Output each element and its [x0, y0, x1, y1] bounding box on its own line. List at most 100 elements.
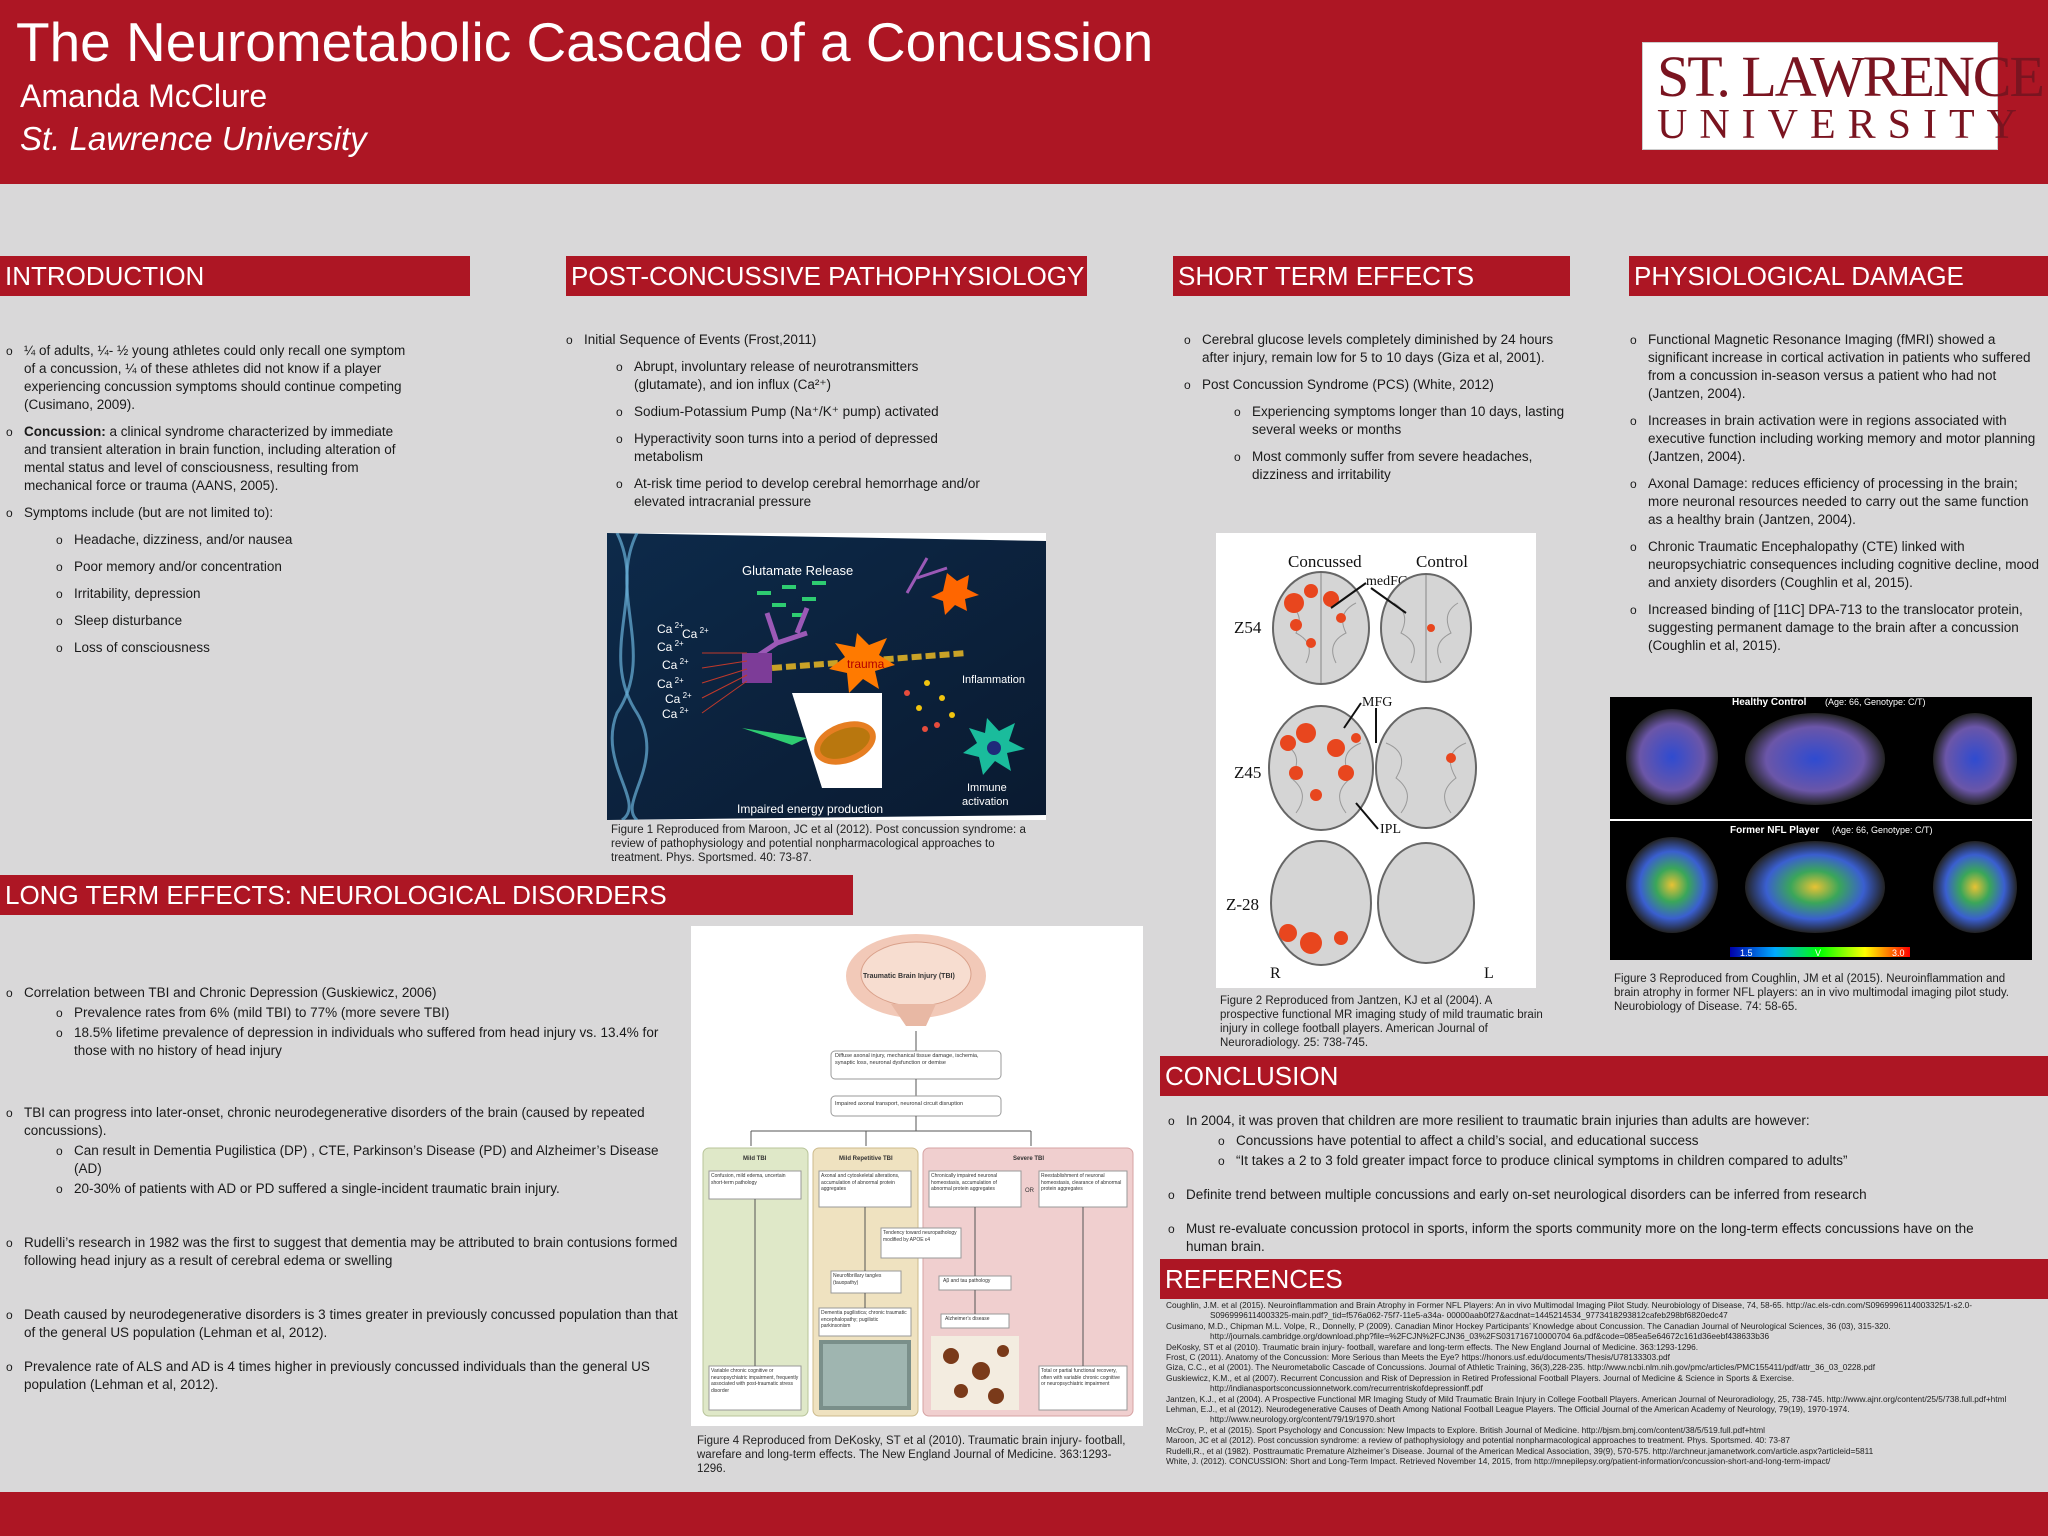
poster-title: The Neurometabolic Cascade of a Concussi…	[16, 11, 1154, 73]
conclusion-text: In 2004, it was proven that children are…	[1166, 1112, 2016, 1258]
section-references: REFERENCES	[1160, 1259, 2048, 1299]
z54-label: Z54	[1234, 618, 1262, 637]
long-text: Correlation between TBI and Chronic Depr…	[4, 984, 684, 1396]
reference-item: Coughlin, J.M. et al (2015). Neuroinflam…	[1166, 1300, 1972, 1321]
flow-box: Reestablishment of neuronal homeostasis,…	[1041, 1173, 1122, 1192]
flow-box: Axonal and cytoskeletal alterations, acc…	[821, 1173, 900, 1192]
section-introduction: INTRODUCTION	[0, 256, 470, 296]
left-label: L	[1484, 965, 1494, 982]
patho-text: Initial Sequence of Events (Frost,2011) …	[564, 331, 994, 520]
symptoms-heading: Symptoms include (but are not limited to…	[24, 505, 274, 520]
concussion-definition: a clinical syndrome characterized by imm…	[24, 424, 396, 493]
intro-bullet: ¼ of adults, ¼- ½ young athletes could o…	[4, 342, 414, 414]
long-bullet: Death caused by neurodegenerative disord…	[4, 1306, 684, 1342]
conclusion-sub: Concussions have potential to affect a c…	[1216, 1132, 2016, 1150]
figure-3: Healthy Control (Age: 66, Genotype: C/T)…	[1610, 697, 2032, 960]
reference-item: White, J. (2012). CONCUSSION: Short and …	[1166, 1456, 1831, 1467]
flow-box: Diffuse axonal injury, mechanical tissue…	[835, 1053, 979, 1066]
poster-footer	[0, 1492, 2048, 1536]
long-sub: 18.5% lifetime prevalence of depression …	[54, 1024, 684, 1060]
phys-bullet: Functional Magnetic Resonance Imaging (f…	[1628, 331, 2040, 403]
figure-2-caption: Figure 2 Reproduced from Jantzen, KJ et …	[1220, 995, 1543, 1049]
flow-box: Neurofibrillary tangles (tauopathy)	[833, 1273, 882, 1286]
figure-2: Concussed Control medFG Z54 Z45 Z-28 MFG…	[1216, 533, 1536, 988]
section-long-term: LONG TERM EFFECTS: NEUROLOGICAL DISORDER…	[0, 875, 853, 915]
conclusion-bullet: In 2004, it was proven that children are…	[1166, 1112, 2016, 1170]
nfl-meta: (Age: 66, Genotype: C/T)	[1832, 825, 1933, 835]
figure-1: Glutamate Release trauma Inflammation Im…	[607, 533, 1046, 820]
right-label: R	[1270, 965, 1281, 982]
flow-box: Total or partial functional recovery, of…	[1041, 1368, 1120, 1387]
z28-label: Z-28	[1226, 895, 1259, 914]
reference-item: Frost, C (2011). Anatomy of the Concussi…	[1166, 1352, 1670, 1363]
pcs-heading: Post Concussion Syndrome (PCS) (White, 2…	[1202, 377, 1494, 392]
logo-line1: ST. LAWRENCE	[1657, 44, 2045, 109]
flow-box: Tendency toward neuropathology modified …	[883, 1230, 957, 1243]
short-text: Cerebral glucose levels completely dimin…	[1182, 331, 1582, 493]
conclusion-bullet: Must re-evaluate concussion protocol in …	[1166, 1220, 2016, 1256]
energy-label: Impaired energy production	[737, 802, 883, 816]
flow-box: Alzheimer’s disease	[945, 1316, 990, 1322]
repetitive-tbi-label: Mild Repetitive TBI	[839, 1156, 893, 1162]
intro-text: ¼ of adults, ¼- ½ young athletes could o…	[4, 342, 414, 666]
symptom-item: Headache, dizziness, and/or nausea	[54, 531, 414, 549]
short-bullet: Post Concussion Syndrome (PCS) (White, 2…	[1182, 376, 1582, 484]
pet-scans: Healthy Control (Age: 66, Genotype: C/T)…	[1610, 697, 2032, 958]
section-short-term: SHORT TERM EFFECTS	[1173, 256, 1570, 296]
poster-header: The Neurometabolic Cascade of a Concussi…	[0, 0, 2048, 184]
short-bullet: Cerebral glucose levels completely dimin…	[1182, 331, 1582, 367]
concussion-term: Concussion:	[24, 424, 106, 439]
flow-box: Chronically impaired neuronal homeostasi…	[931, 1173, 998, 1192]
ipl-label: IPL	[1380, 822, 1401, 837]
patho-heading: Initial Sequence of Events (Frost,2011)	[584, 332, 817, 347]
short-sub: Most commonly suffer from severe headach…	[1232, 448, 1582, 484]
section-pathophysiology: POST-CONCUSSIVE PATHOPHYSIOLOGY	[566, 256, 1087, 296]
affiliation: St. Lawrence University	[20, 120, 367, 157]
concussed-label: Concussed	[1288, 552, 1362, 571]
severe-tbi-label: Severe TBI	[1013, 1156, 1044, 1162]
reference-item: McCroy, P., et al (2015). Sport Psycholo…	[1166, 1424, 1765, 1435]
flow-box: Aβ and tau pathology	[943, 1278, 991, 1284]
phys-bullet: Increased binding of [11C] DPA-713 to th…	[1628, 601, 2040, 655]
intro-bullet: Symptoms include (but are not limited to…	[4, 504, 414, 657]
neurodegeneration-heading: TBI can progress into later-onset, chron…	[24, 1105, 645, 1138]
flow-box: Confusion, mild edema, uncertain short-t…	[711, 1173, 786, 1186]
fmri-scans: Concussed Control medFG Z54 Z45 Z-28 MFG…	[1226, 552, 1494, 982]
conclusion-bullet: Definite trend between multiple concussi…	[1166, 1186, 2016, 1204]
symptom-item: Poor memory and/or concentration	[54, 558, 414, 576]
figure-4: Traumatic Brain Injury (TBI) Diffuse axo…	[691, 926, 1143, 1426]
figure-4-caption: Figure 4 Reproduced from DeKosky, ST et …	[697, 1435, 1126, 1475]
tbi-node: Traumatic Brain Injury (TBI)	[863, 973, 955, 980]
scale-max: 3.0	[1892, 948, 1905, 958]
healthy-label: Healthy Control	[1732, 697, 1807, 708]
section-physiological: PHYSIOLOGICAL DAMAGE	[1629, 256, 2048, 296]
patho-sub: Sodium-Potassium Pump (Na⁺/K⁺ pump) acti…	[614, 403, 994, 421]
glutamate-label: Glutamate Release	[742, 563, 853, 578]
long-bullet: Rudelli’s research in 1982 was the first…	[4, 1234, 684, 1270]
short-sub: Experiencing symptoms longer than 10 day…	[1232, 403, 1582, 439]
scale-mid: V	[1815, 948, 1821, 958]
cascade-illustration: Glutamate Release trauma Inflammation Im…	[607, 533, 1046, 820]
immune-label: Immune	[967, 782, 1007, 794]
trauma-label: trauma	[847, 657, 885, 671]
author-name: Amanda McClure	[20, 78, 268, 114]
inflammation-label: Inflammation	[962, 674, 1025, 686]
reference-item: Lehman, E.J., et al (2012). Neurodegener…	[1166, 1404, 1850, 1425]
activation-label: activation	[962, 796, 1008, 808]
phys-text: Functional Magnetic Resonance Imaging (f…	[1628, 331, 2040, 664]
nfl-label: Former NFL Player	[1730, 825, 1819, 836]
healthy-meta: (Age: 66, Genotype: C/T)	[1825, 697, 1926, 707]
reference-item: Giza, C.C., et al (2001). The Neurometab…	[1166, 1362, 1875, 1373]
conclusion-heading: In 2004, it was proven that children are…	[1186, 1113, 1810, 1128]
section-conclusion: CONCLUSION	[1160, 1056, 2048, 1096]
long-bullet: TBI can progress into later-onset, chron…	[4, 1104, 684, 1198]
patho-sub: At-risk time period to develop cerebral …	[614, 475, 994, 511]
symptom-item: Loss of consciousness	[54, 639, 414, 657]
phys-bullet: Axonal Damage: reduces efficiency of pro…	[1628, 475, 2040, 529]
long-sub: 20-30% of patients with AD or PD suffere…	[54, 1180, 684, 1198]
conclusion-sub: “It takes a 2 to 3 fold greater impact f…	[1216, 1152, 2016, 1170]
reference-item: Rudelli,R., et al (1982). Posttraumatic …	[1166, 1445, 1874, 1456]
figure-3-caption: Figure 3 Reproduced from Coughlin, JM et…	[1614, 973, 2010, 1013]
flow-box: Impaired axonal transport, neuronal circ…	[835, 1101, 964, 1107]
phys-bullet: Chronic Traumatic Encephalopathy (CTE) l…	[1628, 538, 2040, 592]
